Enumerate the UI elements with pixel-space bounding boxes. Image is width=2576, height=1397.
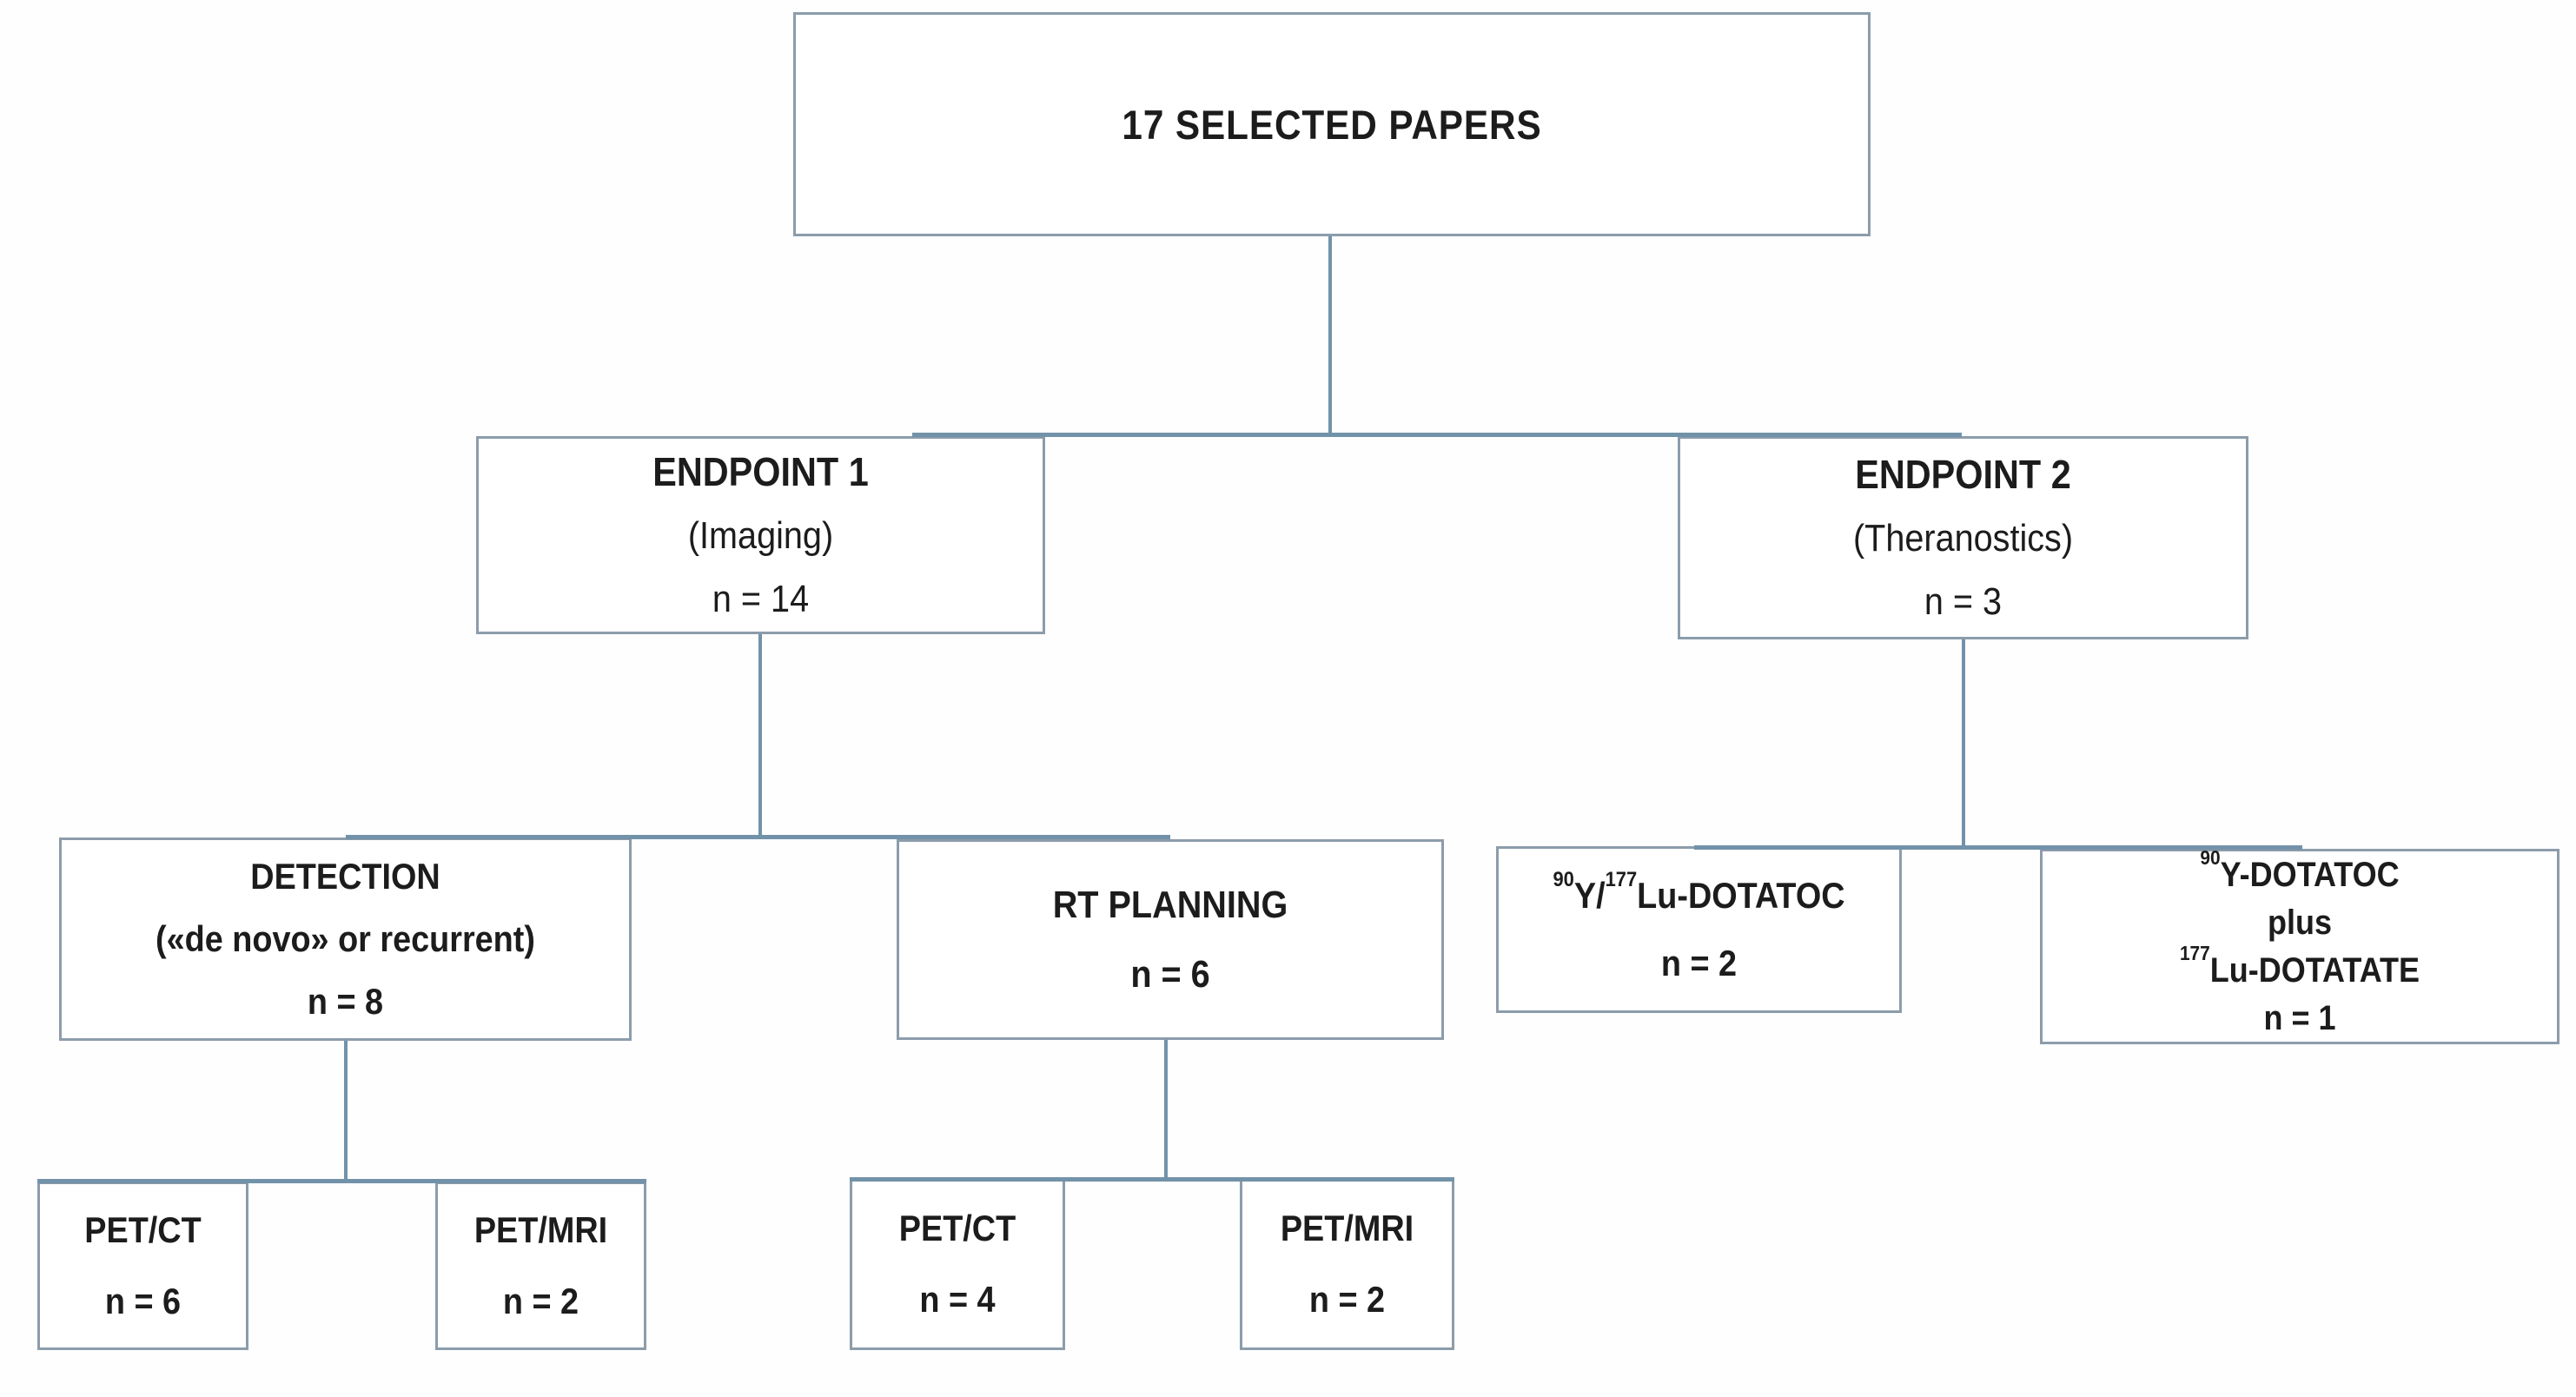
node-label: 17 SELECTED PAPERS	[1122, 101, 1542, 148]
node-sublabel: («de novo» or recurrent)	[156, 918, 535, 959]
node-detection-text: DETECTION («de novo» or recurrent) n = 8	[90, 845, 601, 1033]
node-count: n = 1	[2263, 998, 2336, 1037]
node-y90-lu177-dotatoc-text: 90Y/177Lu-DOTATOC n = 2	[1519, 862, 1879, 997]
edge-endpoint1-to-children	[758, 634, 762, 838]
node-rt-planning-text: RT PLANNING n = 6	[926, 871, 1414, 1010]
node-endpoint-2-text: ENDPOINT 2 (Theranostics) n = 3	[1709, 443, 2218, 633]
node-sublabel: (Theranostics)	[1852, 516, 2074, 559]
node-rt-pet-ct: PET/CT n = 4	[850, 1178, 1065, 1350]
edge-root-to-level1	[1328, 236, 1332, 436]
node-label: RT PLANNING	[1052, 883, 1288, 926]
node-connector-word: plus	[2267, 903, 2332, 942]
edge-endpoint2-children-horizontal	[1694, 845, 2302, 850]
node-label: DETECTION	[250, 856, 440, 897]
edge-rtplanning-to-children	[1164, 1040, 1168, 1179]
node-count: n = 6	[1130, 952, 1210, 996]
edge-rtplanning-children-horizontal	[850, 1177, 1454, 1182]
node-endpoint-1-text: ENDPOINT 1 (Imaging) n = 14	[507, 440, 1014, 631]
edge-detection-children-horizontal	[37, 1179, 646, 1183]
node-count: n = 2	[1308, 1279, 1386, 1320]
node-y90-lu177-dotatoc: 90Y/177Lu-DOTATOC n = 2	[1496, 846, 1902, 1013]
isotope-superscript: 177	[1605, 867, 1638, 891]
node-rt-pet-mri: PET/MRI n = 2	[1240, 1178, 1454, 1350]
node-count: n = 2	[502, 1281, 579, 1321]
node-rt-pet-ct-text: PET/CT n = 4	[863, 1193, 1052, 1335]
node-detection-pet-mri: PET/MRI n = 2	[435, 1182, 646, 1350]
node-label: PET/CT	[84, 1209, 202, 1250]
node-rt-planning: RT PLANNING n = 6	[897, 839, 1444, 1040]
node-label: PET/CT	[898, 1208, 1016, 1248]
node-count: n = 8	[307, 981, 384, 1022]
isotope-superscript: 177	[2179, 942, 2210, 965]
node-detection: DETECTION («de novo» or recurrent) n = 8	[59, 838, 632, 1041]
node-label: 90Y-DOTATOC	[2200, 846, 2400, 894]
edge-endpoint2-to-children	[1962, 639, 1965, 848]
node-detection-pet-mri-text: PET/MRI n = 2	[448, 1195, 633, 1337]
edge-endpoint1-children-horizontal	[346, 835, 1170, 839]
node-label: ENDPOINT 1	[652, 448, 869, 494]
node-detection-pet-ct-text: PET/CT n = 6	[50, 1195, 235, 1337]
node-count: n = 6	[104, 1281, 182, 1321]
node-count: n = 4	[919, 1279, 996, 1320]
node-count: n = 3	[1924, 579, 2003, 623]
edge-level1-horizontal	[912, 433, 1962, 437]
node-endpoint-2: ENDPOINT 2 (Theranostics) n = 3	[1678, 436, 2248, 639]
node-count: n = 2	[1660, 943, 1738, 983]
node-label: PET/MRI	[1280, 1208, 1414, 1248]
node-selected-papers: 17 SELECTED PAPERS	[793, 12, 1871, 236]
node-label: 90Y/177Lu-DOTATOC	[1553, 867, 1845, 916]
node-sublabel: (Imaging)	[687, 513, 834, 557]
node-detection-pet-ct: PET/CT n = 6	[37, 1182, 248, 1350]
node-y90-dotatoc-plus-lu177-dotatate-text: 90Y-DOTATOC plus 177Lu-DOTATATE n = 1	[2069, 846, 2532, 1043]
isotope-superscript: 90	[1553, 867, 1574, 891]
node-y90-dotatoc-plus-lu177-dotatate: 90Y-DOTATOC plus 177Lu-DOTATATE n = 1	[2040, 846, 2559, 1044]
node-rt-pet-mri-text: PET/MRI n = 2	[1253, 1193, 1441, 1335]
edge-detection-to-children	[344, 1041, 348, 1182]
node-label-2: 177Lu-DOTATATE	[2179, 942, 2420, 990]
node-count: n = 14	[712, 577, 810, 620]
node-label: PET/MRI	[473, 1209, 608, 1250]
isotope-superscript: 90	[2200, 846, 2221, 870]
node-label: ENDPOINT 2	[1855, 451, 2071, 497]
node-selected-papers-text: 17 SELECTED PAPERS	[850, 101, 1815, 149]
node-endpoint-1: ENDPOINT 1 (Imaging) n = 14	[476, 436, 1045, 634]
